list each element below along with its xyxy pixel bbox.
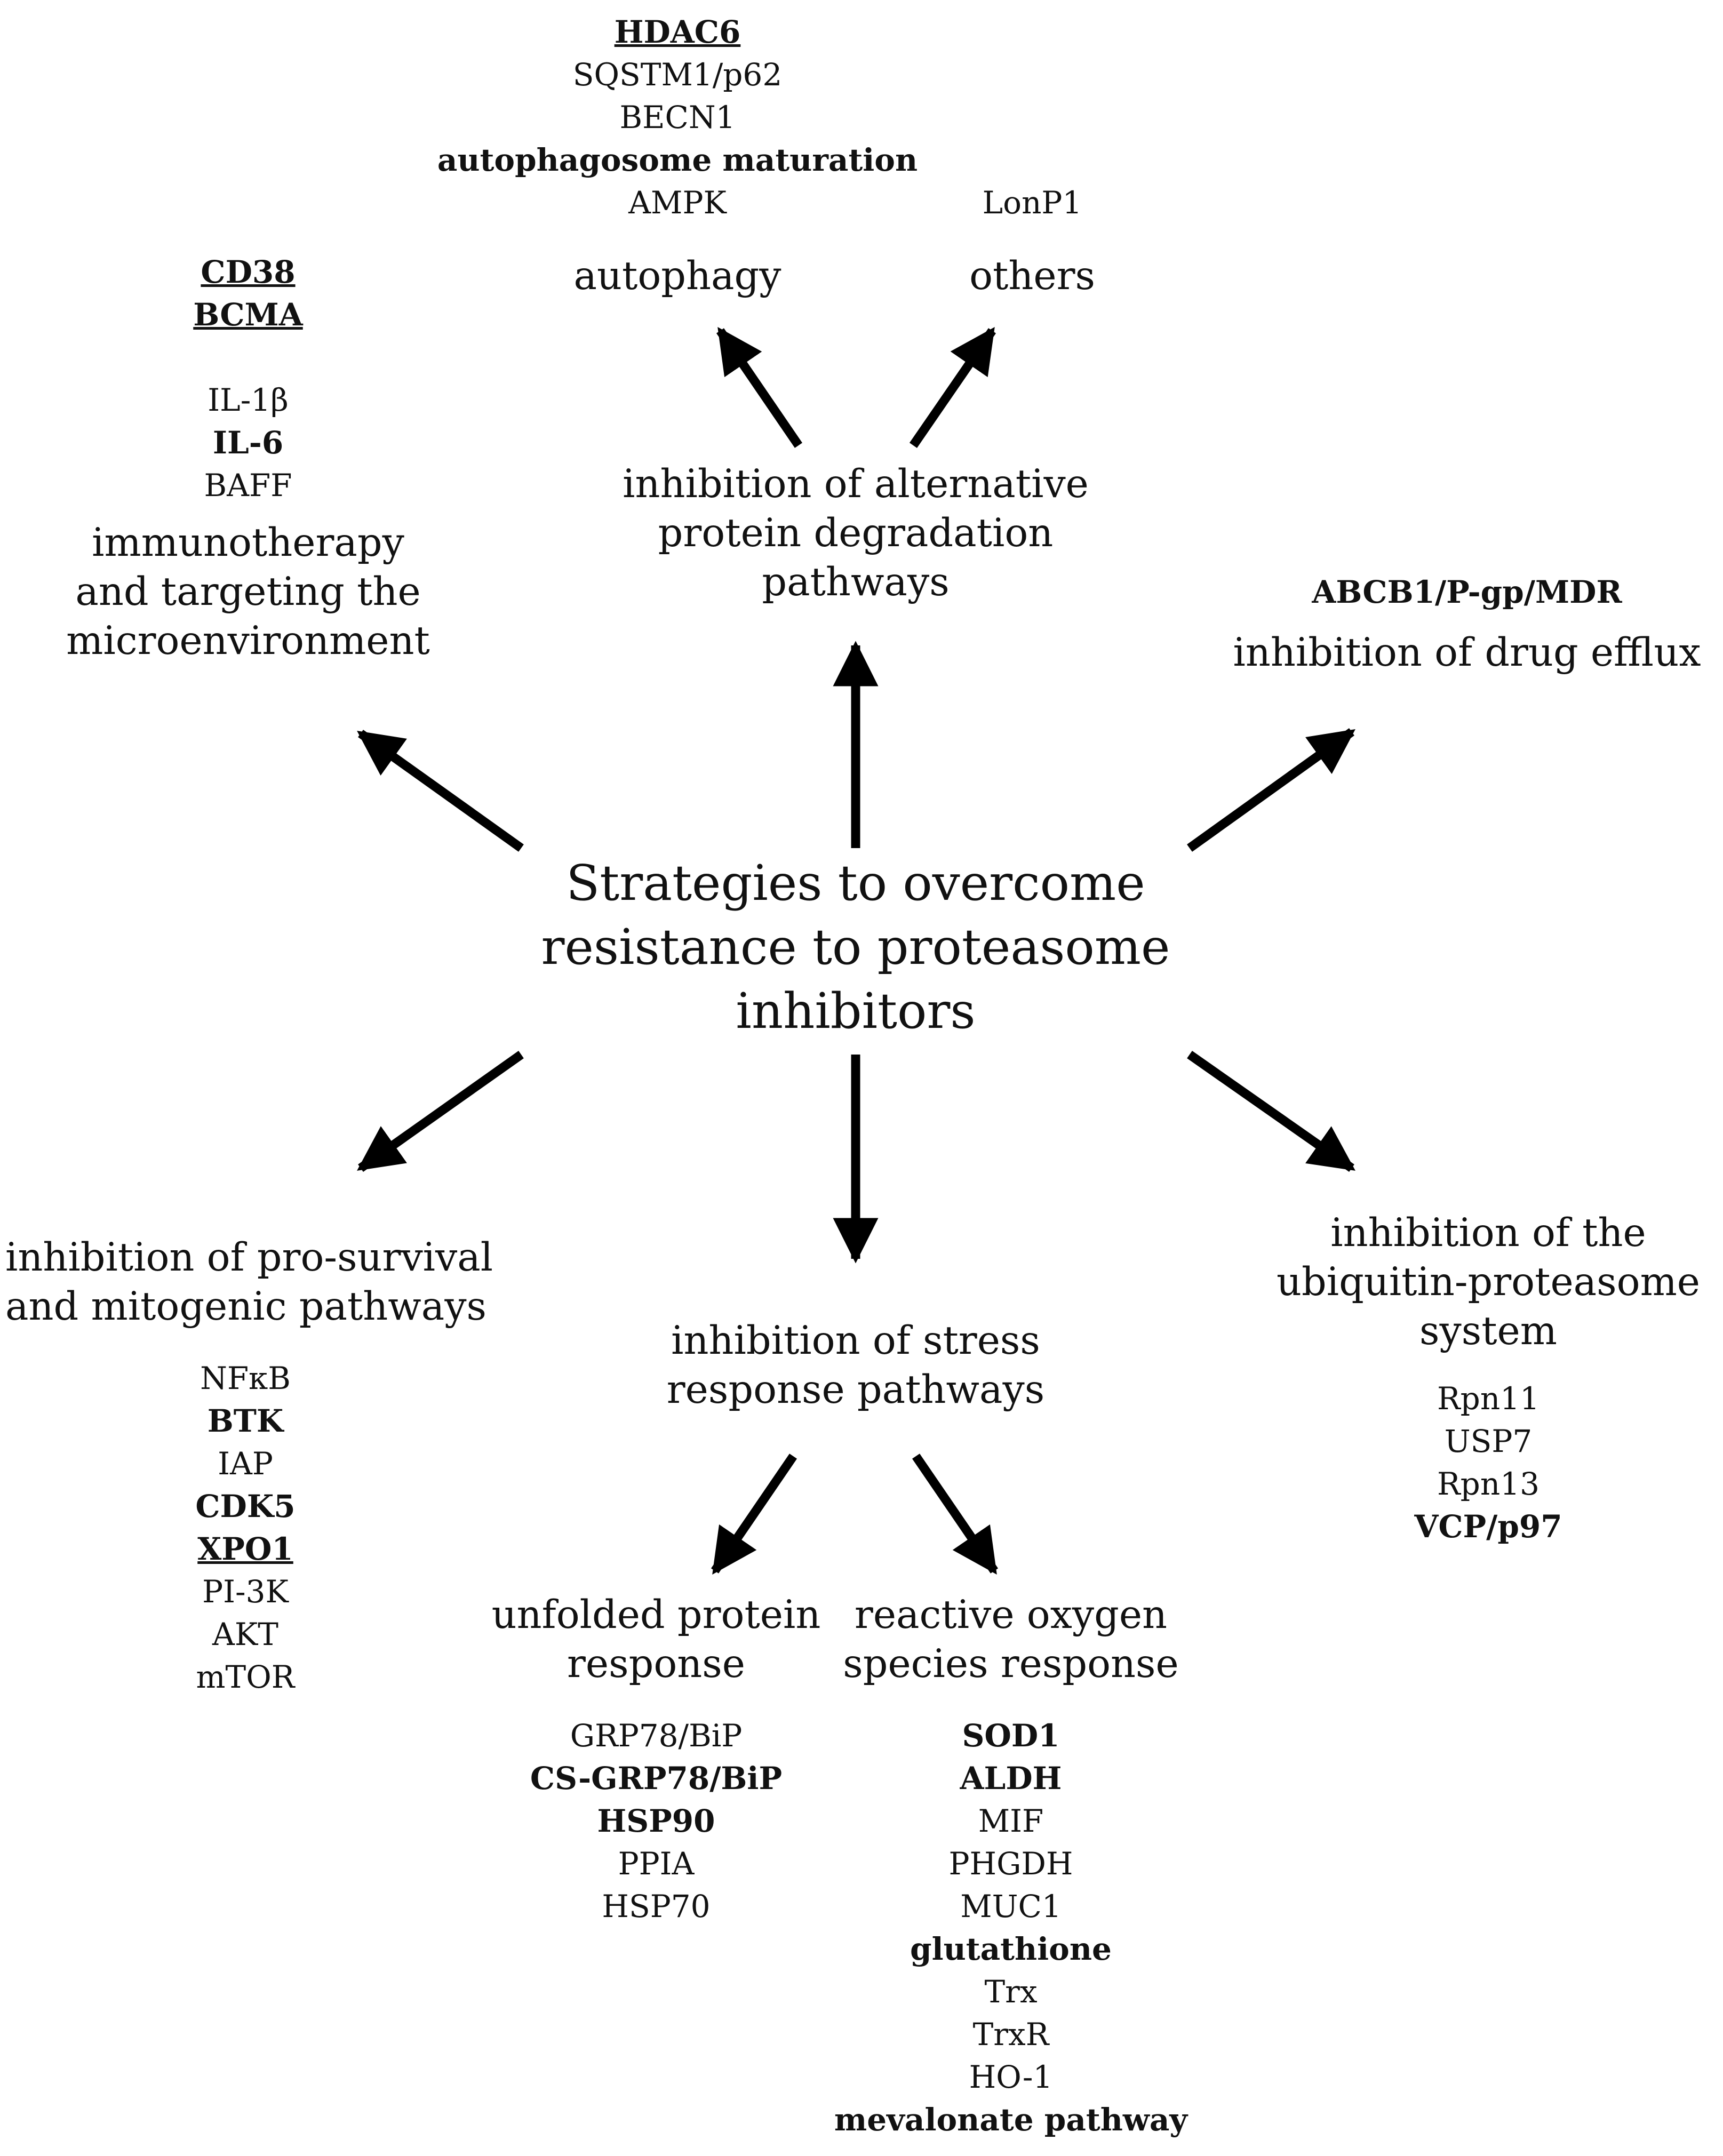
ros-item: ALDH <box>960 1760 1062 1796</box>
drug-efflux-block: ABCB1/P-gp/MDR inhibition of drug efflux <box>1227 571 1707 677</box>
center-title: Strategies to overcome resistance to pro… <box>536 851 1176 1043</box>
immunotherapy-title-line: immunotherapy <box>92 520 404 565</box>
others-block: LonP1 others <box>899 181 1166 301</box>
pro-survival-item: mTOR <box>196 1659 295 1695</box>
ros-item: mevalonate pathway <box>834 2102 1188 2138</box>
ros-item: TrxR <box>972 2016 1049 2053</box>
pro-survival-item: IAP <box>218 1446 273 1482</box>
ros-item: glutathione <box>910 1931 1112 1967</box>
ups-item: Rpn13 <box>1437 1466 1539 1502</box>
arrow-to-pro-survival <box>357 1051 524 1172</box>
upr-item: GRP78/BiP <box>570 1718 743 1754</box>
drug-efflux-title: inhibition of drug efflux <box>1233 630 1701 675</box>
pro-survival-item: CDK5 <box>195 1488 296 1524</box>
pro-survival-item: XPO1 <box>197 1531 293 1567</box>
alt-degradation-title-line: protein degradation <box>658 510 1054 556</box>
immunotherapy-item: CD38 <box>201 254 296 290</box>
ups-block: inhibition of the ubiquitin-proteasome s… <box>1248 1209 1723 1548</box>
immunotherapy-item: IL-6 <box>212 425 284 461</box>
ros-item: HO-1 <box>969 2059 1053 2095</box>
ros-title-line: reactive oxygen <box>854 1592 1168 1638</box>
arrow-to-others <box>909 326 996 448</box>
others-item: LonP1 <box>982 185 1082 221</box>
autophagy-item: AMPK <box>628 185 727 221</box>
ups-item: VCP/p97 <box>1414 1508 1562 1545</box>
autophagy-item: BECN1 <box>619 99 736 135</box>
stress-response-title-line: inhibition of stress <box>671 1318 1040 1363</box>
autophagy-block: HDAC6 SQSTM1/p62 BECN1 autophagosome mat… <box>411 11 944 301</box>
immunotherapy-title-line: and targeting the <box>75 569 421 614</box>
alt-degradation-title-line: inhibition of alternative <box>623 461 1089 507</box>
arrow-to-autophagy <box>716 326 803 448</box>
center-title-line: resistance to proteasome <box>541 919 1170 976</box>
ros-block: reactive oxygen species response SOD1 AL… <box>824 1591 1198 2141</box>
ups-item: USP7 <box>1444 1423 1533 1459</box>
ups-title-line: system <box>1419 1308 1557 1354</box>
upr-item: HSP90 <box>597 1803 715 1839</box>
upr-item: HSP70 <box>602 1888 711 1925</box>
pro-survival-title-line: and mitogenic pathways <box>5 1284 487 1329</box>
pro-survival-item: BTK <box>207 1403 284 1439</box>
ros-title-line: species response <box>843 1641 1179 1687</box>
stress-response-title-line: response pathways <box>666 1367 1045 1412</box>
upr-item: CS-GRP78/BiP <box>530 1760 783 1796</box>
arrow-to-immunotherapy <box>357 730 524 852</box>
pro-survival-block: inhibition of pro-survival and mitogenic… <box>5 1233 493 1698</box>
ros-item: MIF <box>978 1803 1044 1839</box>
autophagy-item: autophagosome maturation <box>437 142 918 178</box>
immunotherapy-item: BCMA <box>193 297 303 333</box>
arrow-to-ros <box>912 1454 999 1575</box>
immunotherapy-item: BAFF <box>204 467 292 504</box>
arrow-to-upr <box>711 1454 797 1575</box>
ros-item: Trx <box>984 1974 1038 2010</box>
upr-title-line: unfolded protein <box>491 1592 821 1638</box>
center-title-line: Strategies to overcome <box>566 855 1145 912</box>
autophagy-item: SQSTM1/p62 <box>572 57 783 93</box>
stress-response-title: inhibition of stress response pathways <box>616 1316 1096 1415</box>
upr-block: unfolded protein response GRP78/BiP CS-G… <box>469 1591 843 1928</box>
arrow-to-drug-efflux <box>1187 728 1355 852</box>
ros-item: SOD1 <box>962 1718 1060 1754</box>
upr-title-line: response <box>567 1641 745 1687</box>
ros-item: MUC1 <box>960 1888 1062 1925</box>
ups-title-line: ubiquitin-proteasome <box>1276 1259 1701 1305</box>
pro-survival-item: PI-3K <box>202 1574 289 1610</box>
immunotherapy-title-line: microenvironment <box>66 618 430 664</box>
immunotherapy-spacer <box>35 336 461 379</box>
pro-survival-title-line: inhibition of pro-survival <box>5 1235 493 1280</box>
immunotherapy-block: CD38 BCMA IL-1β IL-6 BAFF immunotherapy … <box>35 251 461 666</box>
center-title-line: inhibitors <box>736 983 976 1040</box>
arrow-to-ups <box>1187 1051 1355 1172</box>
ups-title-line: inhibition of the <box>1330 1210 1646 1256</box>
immunotherapy-item: IL-1β <box>208 382 289 418</box>
drug-efflux-item: ABCB1/P-gp/MDR <box>1312 574 1622 610</box>
autophagy-title: autophagy <box>573 253 781 299</box>
pro-survival-item: NFκB <box>200 1360 291 1396</box>
pro-survival-item: AKT <box>212 1616 278 1652</box>
autophagy-item: HDAC6 <box>614 14 741 50</box>
others-title: others <box>969 253 1095 299</box>
ups-item: Rpn11 <box>1437 1380 1539 1417</box>
ros-item: PHGDH <box>948 1846 1073 1882</box>
alt-degradation-title: inhibition of alternative protein degrad… <box>562 460 1149 607</box>
alt-degradation-title-line: pathways <box>762 560 950 605</box>
upr-item: PPIA <box>618 1846 695 1882</box>
